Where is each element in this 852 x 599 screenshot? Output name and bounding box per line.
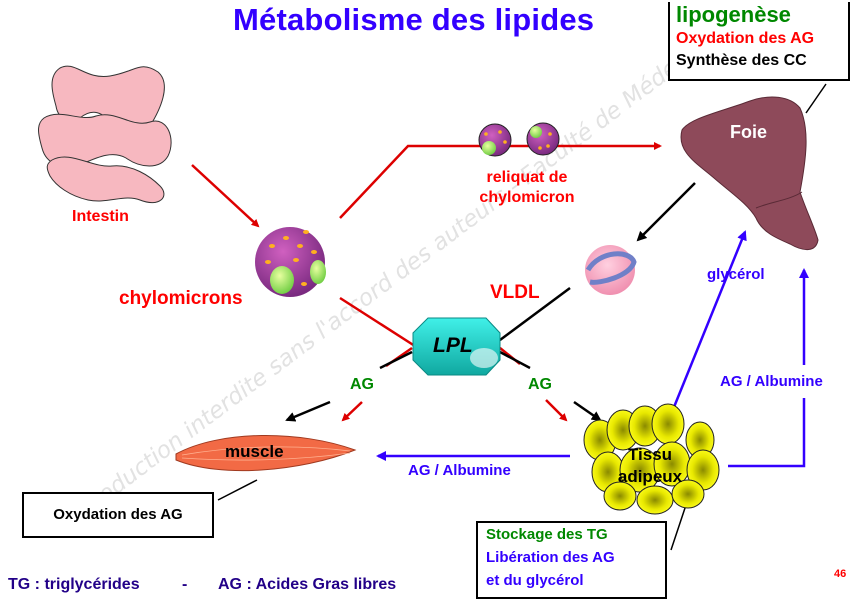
black-pathway <box>217 83 827 551</box>
ag-to-muscle-black-arrow <box>285 400 331 422</box>
ag-to-adipose-red-arrow <box>545 399 568 422</box>
tissu-adipeux-label: Tissu adipeux <box>600 444 700 488</box>
adipose-function-glycerol: et du glycérol <box>486 572 584 589</box>
tissu-adipeux-line1: Tissu <box>627 445 673 464</box>
adipose-function-stockage: Stockage des TG <box>486 526 608 543</box>
chylomicron-remnant-icon <box>478 122 560 157</box>
legend-tg: TG : triglycérides <box>8 576 140 593</box>
legend-ag: AG : Acides Gras libres <box>218 576 397 593</box>
ag-right-label: AG <box>528 376 552 393</box>
chylomicrons-to-liver-arrow <box>339 142 662 219</box>
chylomicrons-to-lpl-line <box>339 296 419 350</box>
liver-functions-box: lipogenèse Oxydation des AG Synthèse des… <box>668 2 850 81</box>
remnant-label-line1: reliquat de <box>486 169 568 186</box>
liver-to-vldl-arrow <box>636 182 696 242</box>
muscle-box-connector <box>217 479 258 501</box>
foie-label: Foie <box>730 122 768 142</box>
liver-function-lipogenese: lipogenèse <box>676 2 791 27</box>
enzyme-octagon-icon <box>412 317 501 376</box>
ag-to-adipose-black-arrow <box>573 400 602 422</box>
muscle-function-oxydation: Oxydation des AG <box>53 506 183 523</box>
adipose-cells-icon <box>583 403 720 515</box>
muscle-icon <box>175 435 357 472</box>
liver-box-connector <box>805 83 827 114</box>
adipose-box-connector <box>670 504 687 551</box>
glycerol-label: glycérol <box>707 266 765 283</box>
glycerol-arrow <box>670 230 747 413</box>
ag-albumine-liver-line <box>728 398 806 468</box>
tissu-adipeux-line2: adipeux <box>617 467 683 486</box>
vldl-icon <box>585 245 637 295</box>
remnant-label-line2: chylomicron <box>479 189 575 206</box>
intestin-to-chylomicrons-arrow <box>191 164 260 228</box>
adipose-functions-box: Stockage des TG Libération des AG et du … <box>476 521 667 599</box>
vldl-label: VLDL <box>490 282 540 303</box>
liver-function-oxydation: Oxydation des AG <box>676 30 815 47</box>
muscle-label: muscle <box>225 442 284 461</box>
vldl-to-lpl-line <box>499 286 571 342</box>
remnant-label: reliquat de chylomicron <box>474 168 580 208</box>
page-number: 46 <box>834 568 847 580</box>
blue-pathway <box>376 230 809 468</box>
chylomicrons-label: chylomicrons <box>119 288 243 309</box>
ag-left-label: AG <box>350 376 374 393</box>
ag-albumine-muscle-label: AG / Albumine <box>408 462 511 479</box>
legend-separator: - <box>182 576 188 593</box>
intestin-label: Intestin <box>72 208 129 225</box>
liver-function-synthese: Synthèse des CC <box>676 52 807 69</box>
chylomicron-icon <box>255 227 326 297</box>
liver-icon <box>680 96 819 250</box>
intestine-icon <box>38 65 172 204</box>
adipose-function-liberation: Libération des AG <box>486 549 615 566</box>
ag-to-muscle-red-arrow <box>341 401 363 422</box>
page-title: Métabolisme des lipides <box>233 2 595 37</box>
muscle-functions-box: Oxydation des AG <box>22 492 214 538</box>
lpl-label: LPL <box>433 334 473 357</box>
ag-albumine-liver-label: AG / Albumine <box>720 373 823 390</box>
